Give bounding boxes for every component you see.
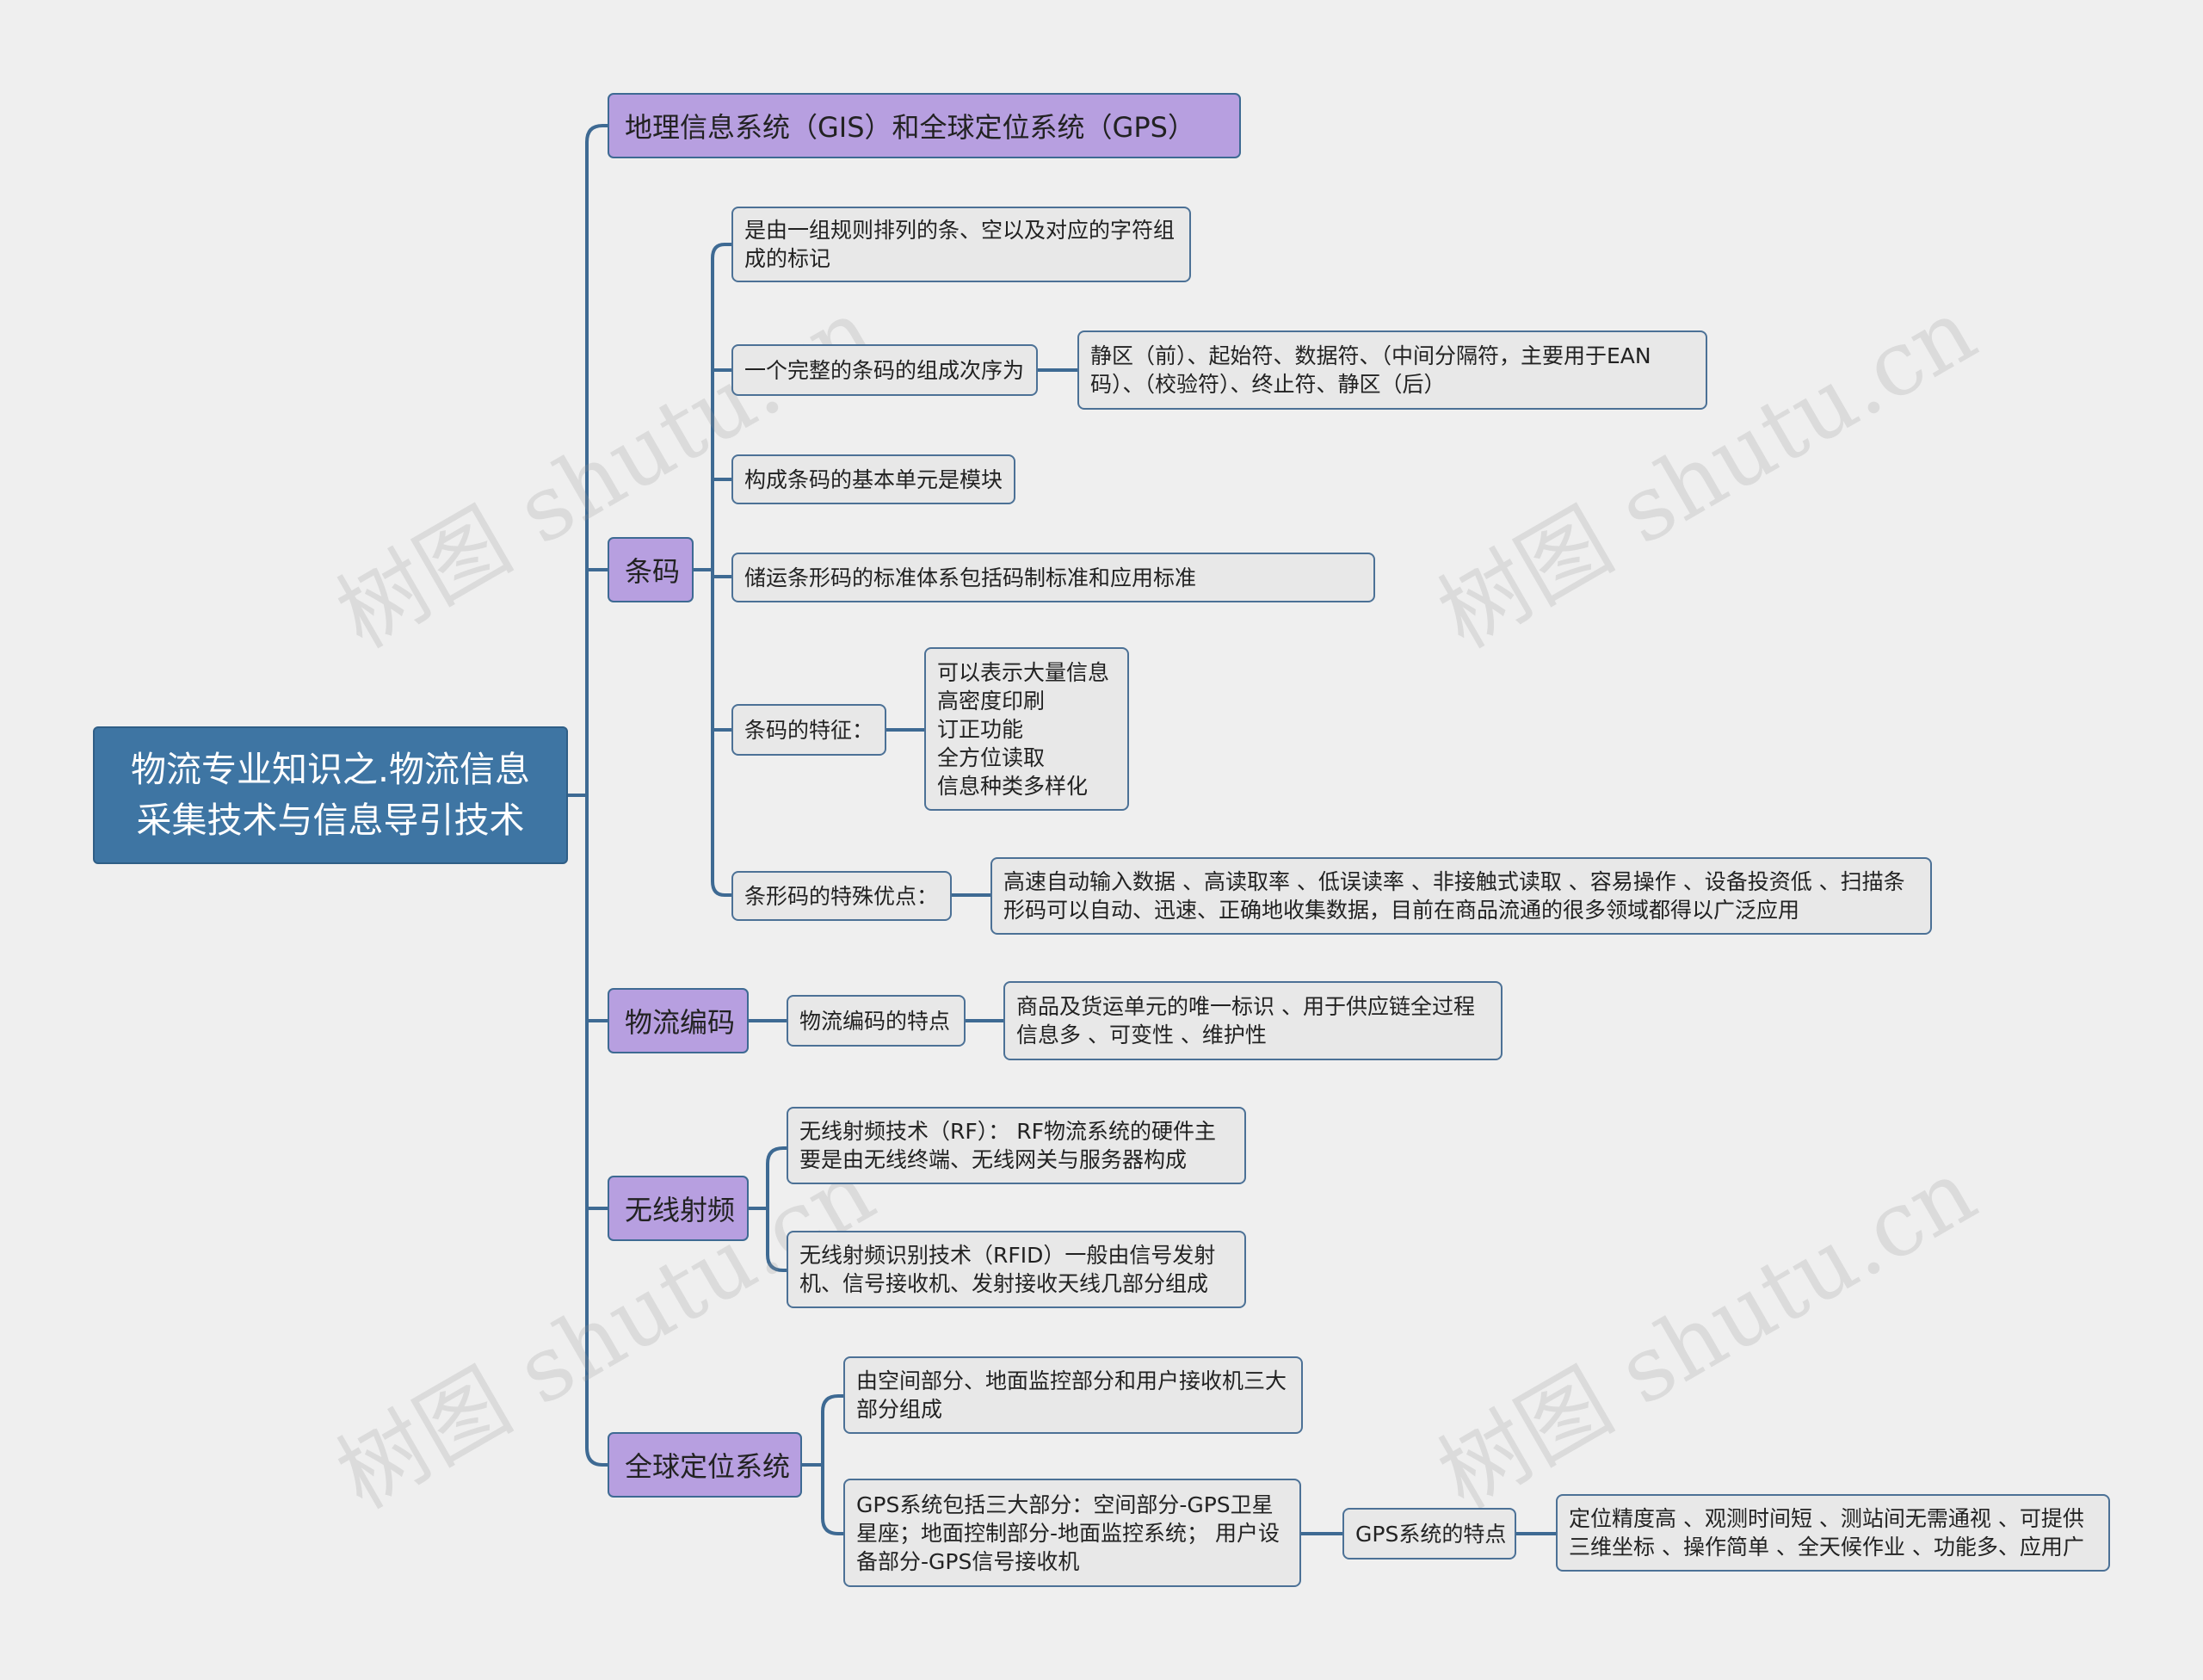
node-text-line: 商品及货运单元的唯一标识 、用于供应链全过程 [1016,994,1475,1019]
node-text-line: 备部分-GPS信号接收机 [856,1548,1080,1574]
node-text-line: 物流专业知识之.物流信息 [130,749,531,790]
node-gps[interactable]: 全球定位系统 [608,1432,802,1498]
node-bc-features[interactable]: 条码的特征： [731,704,886,756]
root-node[interactable]: 物流专业知识之.物流信息采集技术与信息导引技术 [93,726,568,864]
node-rfid[interactable]: 无线射频识别技术（RFID）一般由信号发射机、信号接收机、发射接收天线几部分组成 [787,1231,1246,1308]
node-text-line: 条形码的特殊优点： [744,883,939,909]
node-text-line: 要是由无线终端、无线网关与服务器构成 [799,1147,1188,1172]
node-text-line: 静区（前）、起始符、数据符、（中间分隔符，主要用于EAN [1090,343,1651,368]
node-gps-feat-detail[interactable]: 定位精度高 、观测时间短 、测站间无需通视 、可提供三维坐标 、操作简单 、全天… [1556,1494,2110,1572]
node-text-line: 信息种类多样化 [937,773,1089,799]
node-text-line: 高密度印刷 [937,688,1046,713]
node-text-line: 物流编码的特点 [799,1008,951,1034]
node-text-line: 无线射频 [625,1194,736,1226]
node-text-line: 部分组成 [856,1397,943,1422]
node-text-line: 订正功能 [937,716,1024,742]
node-text-line: GPS系统包括三大部分：空间部分-GPS卫星 [856,1492,1274,1517]
link-gps-vert [821,1394,845,1535]
link-rf-vert [766,1146,788,1272]
node-text-line: 可以表示大量信息 [937,659,1110,685]
node-lc-feat-detail[interactable]: 商品及货运单元的唯一标识 、用于供应链全过程信息多 、可变性 、维护性 [1003,981,1503,1060]
node-text-line: 储运条形码的标准体系包括码制标准和应用标准 [744,565,1197,590]
node-text-line: 成的标记 [744,246,831,271]
node-text-line: 全方位读取 [937,744,1046,770]
node-rf-tech[interactable]: 无线射频技术（RF）： RF物流系统的硬件主要是由无线终端、无线网关与服务器构成 [787,1107,1246,1184]
node-lc-feat[interactable]: 物流编码的特点 [787,995,966,1047]
node-text-line: 无线射频识别技术（RFID）一般由信号发射 [799,1243,1216,1268]
link-trunk-down [585,794,609,1467]
node-rf[interactable]: 无线射频 [608,1176,749,1241]
node-text-line: 条码 [625,555,681,588]
node-bc-unit[interactable]: 构成条码的基本单元是模块 [731,454,1015,504]
node-text-line: 码）、（校验符）、终止符、静区（后） [1090,372,1446,397]
node-gis[interactable]: 地理信息系统（GIS）和全球定位系统（GPS） [608,93,1241,158]
node-text-line: GPS系统的特点 [1355,1521,1507,1547]
node-gps-parts[interactable]: GPS系统包括三大部分：空间部分-GPS卫星星座；地面控制部分-地面监控系统； … [843,1479,1301,1587]
node-text-line: 无线射频技术（RF）： RF物流系统的硬件主 [799,1119,1216,1144]
node-text-line: 机、信号接收机、发射接收天线几部分组成 [799,1271,1209,1296]
node-bc-def[interactable]: 是由一组规则排列的条、空以及对应的字符组成的标记 [731,207,1191,282]
node-bc-adv-detail[interactable]: 高速自动输入数据 、高读取率 、低误读率 、非接触式读取 、容易操作 、设备投资… [990,857,1932,935]
node-text-line: 采集技术与信息导引技术 [136,800,525,841]
node-text-line: 是由一组规则排列的条、空以及对应的字符组 [744,218,1176,243]
node-text-line: 信息多 、可变性 、维护性 [1016,1022,1267,1047]
node-bc-order[interactable]: 一个完整的条码的组成次序为 [731,344,1038,396]
node-text-line: 高速自动输入数据 、高读取率 、低误读率 、非接触式读取 、容易操作 、设备投资… [1003,869,1905,894]
link-trunk-up [585,124,609,797]
node-text-line: 构成条码的基本单元是模块 [744,466,1003,492]
node-text-line: 地理信息系统（GIS）和全球定位系统（GPS） [625,111,1195,144]
node-gps-comp[interactable]: 由空间部分、地面监控部分和用户接收机三大部分组成 [843,1356,1303,1434]
node-text-line: 条码的特征： [744,717,874,743]
node-logcode[interactable]: 物流编码 [608,988,749,1053]
link-barcode-vert [711,243,733,897]
node-text-line: 星座；地面控制部分-地面监控系统； 用户设 [856,1520,1280,1546]
node-bc-adv[interactable]: 条形码的特殊优点： [731,871,952,921]
node-text-line: 一个完整的条码的组成次序为 [744,357,1025,383]
node-bc-standard[interactable]: 储运条形码的标准体系包括码制标准和应用标准 [731,553,1375,602]
node-bc-order-detail[interactable]: 静区（前）、起始符、数据符、（中间分隔符，主要用于EAN 码）、（校验符）、终止符… [1077,330,1707,410]
node-text-line: 形码可以自动、迅速、正确地收集数据，目前在商品流通的很多领域都得以广泛应用 [1003,898,1800,923]
node-barcode[interactable]: 条码 [608,537,694,602]
node-text-line: 由空间部分、地面监控部分和用户接收机三大 [856,1368,1287,1393]
node-text-line: 全球定位系统 [625,1450,791,1483]
node-gps-feat[interactable]: GPS系统的特点 [1342,1508,1516,1560]
node-text-line: 定位精度高 、观测时间短 、测站间无需通视 、可提供 [1569,1506,2084,1531]
node-text-line: 三维坐标 、操作简单 、全天候作业 、功能多、应用广 [1569,1535,2084,1560]
node-bc-features-detail[interactable]: 可以表示大量信息高密度印刷订正功能全方位读取信息种类多样化 [924,647,1129,811]
node-text-line: 物流编码 [625,1006,736,1039]
